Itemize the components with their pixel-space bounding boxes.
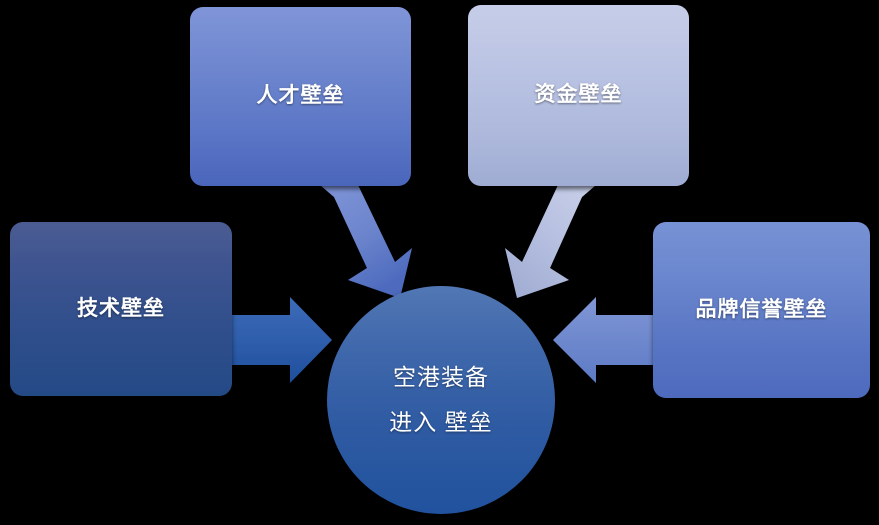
node-capital-barrier-label: 资金壁垒 bbox=[534, 83, 623, 107]
arrow-talent-to-core bbox=[320, 185, 412, 298]
node-technology-barrier[interactable]: 技术壁垒 bbox=[10, 222, 232, 396]
node-brand-reputation-barrier-label: 品牌信誉壁垒 bbox=[695, 297, 828, 321]
node-capital-barrier[interactable]: 资金壁垒 bbox=[468, 5, 689, 186]
core-node-label-line1: 空港装备 bbox=[393, 364, 489, 390]
core-node-label-line2: 进入 壁垒 bbox=[389, 409, 493, 435]
arrow-brand-to-core bbox=[553, 297, 653, 383]
node-brand-reputation-barrier[interactable]: 品牌信誉壁垒 bbox=[653, 222, 870, 398]
node-talent-barrier-label: 人才壁垒 bbox=[256, 84, 345, 108]
node-technology-barrier-label: 技术壁垒 bbox=[77, 296, 165, 320]
core-node[interactable]: 空港装备 进入 壁垒 bbox=[327, 286, 555, 514]
node-talent-barrier[interactable]: 人才壁垒 bbox=[190, 7, 411, 186]
arrow-capital-to-core bbox=[505, 185, 596, 298]
arrow-technology-to-core bbox=[232, 297, 332, 383]
